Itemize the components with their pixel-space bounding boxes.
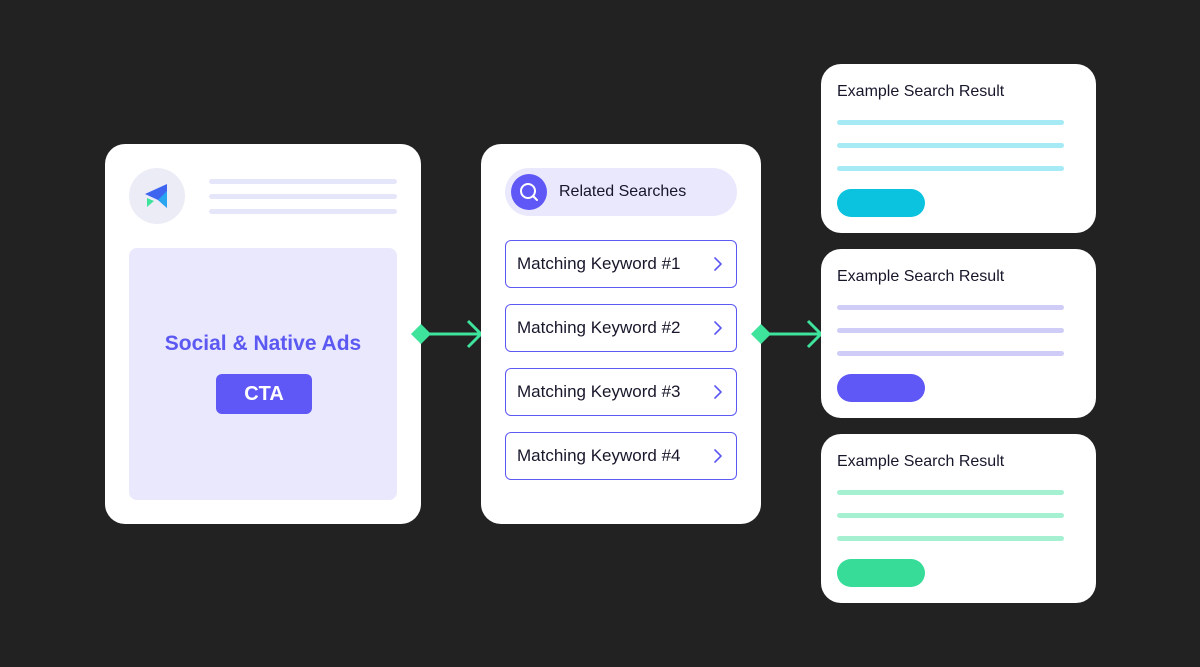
search-result-button[interactable]	[837, 189, 925, 217]
connector-arrow	[751, 319, 823, 349]
chevron-right-icon	[714, 257, 722, 271]
chevron-right-icon	[714, 385, 722, 399]
chevron-right-icon	[714, 449, 722, 463]
placeholder-text-line	[837, 513, 1064, 518]
placeholder-text-line	[837, 536, 1064, 541]
search-result-card-3: Example Search Result	[821, 434, 1096, 603]
ad-creative-panel: Social & Native Ads CTA	[129, 248, 397, 500]
search-result-title: Example Search Result	[837, 268, 1005, 285]
placeholder-text-line	[837, 351, 1064, 356]
placeholder-text-line	[837, 120, 1064, 125]
keyword-item-1[interactable]: Matching Keyword #1	[505, 240, 737, 288]
placeholder-text-line	[837, 490, 1064, 495]
chevron-right-icon	[714, 321, 722, 335]
cta-button[interactable]: CTA	[216, 374, 312, 414]
search-result-card-2: Example Search Result	[821, 249, 1096, 418]
keyword-label: Matching Keyword #3	[517, 382, 681, 401]
search-result-title: Example Search Result	[837, 83, 1005, 100]
related-searches-label: Related Searches	[559, 183, 687, 200]
placeholder-text-line	[837, 305, 1064, 310]
search-result-button[interactable]	[837, 559, 925, 587]
search-result-button[interactable]	[837, 374, 925, 402]
placeholder-text-line	[209, 194, 397, 199]
search-icon-badge	[511, 174, 547, 210]
logo-badge	[129, 168, 185, 224]
keyword-label: Matching Keyword #2	[517, 318, 681, 337]
placeholder-text-line	[837, 328, 1064, 333]
related-searches-header: Related Searches	[505, 168, 737, 216]
keyword-item-4[interactable]: Matching Keyword #4	[505, 432, 737, 480]
keyword-item-2[interactable]: Matching Keyword #2	[505, 304, 737, 352]
keyword-item-3[interactable]: Matching Keyword #3	[505, 368, 737, 416]
placeholder-text-line	[209, 179, 397, 184]
placeholder-text-line	[209, 209, 397, 214]
ad-title: Social & Native Ads	[164, 332, 362, 355]
ad-card: Social & Native Ads CTA	[105, 144, 421, 524]
placeholder-text-line	[837, 143, 1064, 148]
keyword-label: Matching Keyword #1	[517, 254, 681, 273]
placeholder-text-line	[837, 166, 1064, 171]
search-result-title: Example Search Result	[837, 453, 1005, 470]
search-result-card-1: Example Search Result	[821, 64, 1096, 233]
related-searches-card: Related Searches Matching Keyword #1 Mat…	[481, 144, 761, 524]
keyword-label: Matching Keyword #4	[517, 446, 681, 465]
paper-plane-logo-icon	[145, 184, 167, 208]
connector-arrow	[411, 319, 483, 349]
search-icon	[520, 183, 538, 201]
